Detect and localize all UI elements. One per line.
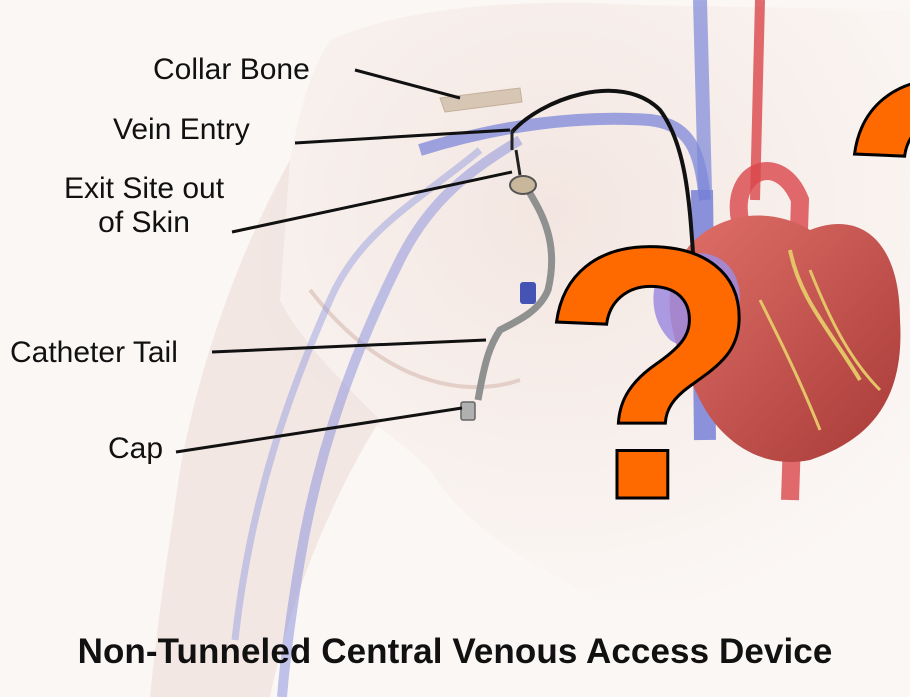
catheter-cap	[461, 402, 475, 420]
label-collar-bone: Collar Bone	[153, 53, 310, 87]
catheter-clamp	[520, 282, 536, 304]
question-mark-1: ?	[540, 173, 760, 575]
label-exit-site-line1: Exit Site out	[64, 172, 224, 206]
exit-site-disc	[510, 176, 536, 194]
label-exit-site: Exit Site out of Skin	[64, 172, 224, 240]
jugular-vein	[700, 0, 705, 190]
label-exit-site-line2: of Skin	[64, 206, 224, 240]
diagram-title: Non-Tunneled Central Venous Access Devic…	[0, 632, 910, 672]
label-vein-entry: Vein Entry	[113, 113, 250, 147]
label-cap: Cap	[108, 432, 163, 466]
question-mark-2: ?	[838, 5, 910, 407]
label-catheter-tail: Catheter Tail	[10, 336, 178, 370]
